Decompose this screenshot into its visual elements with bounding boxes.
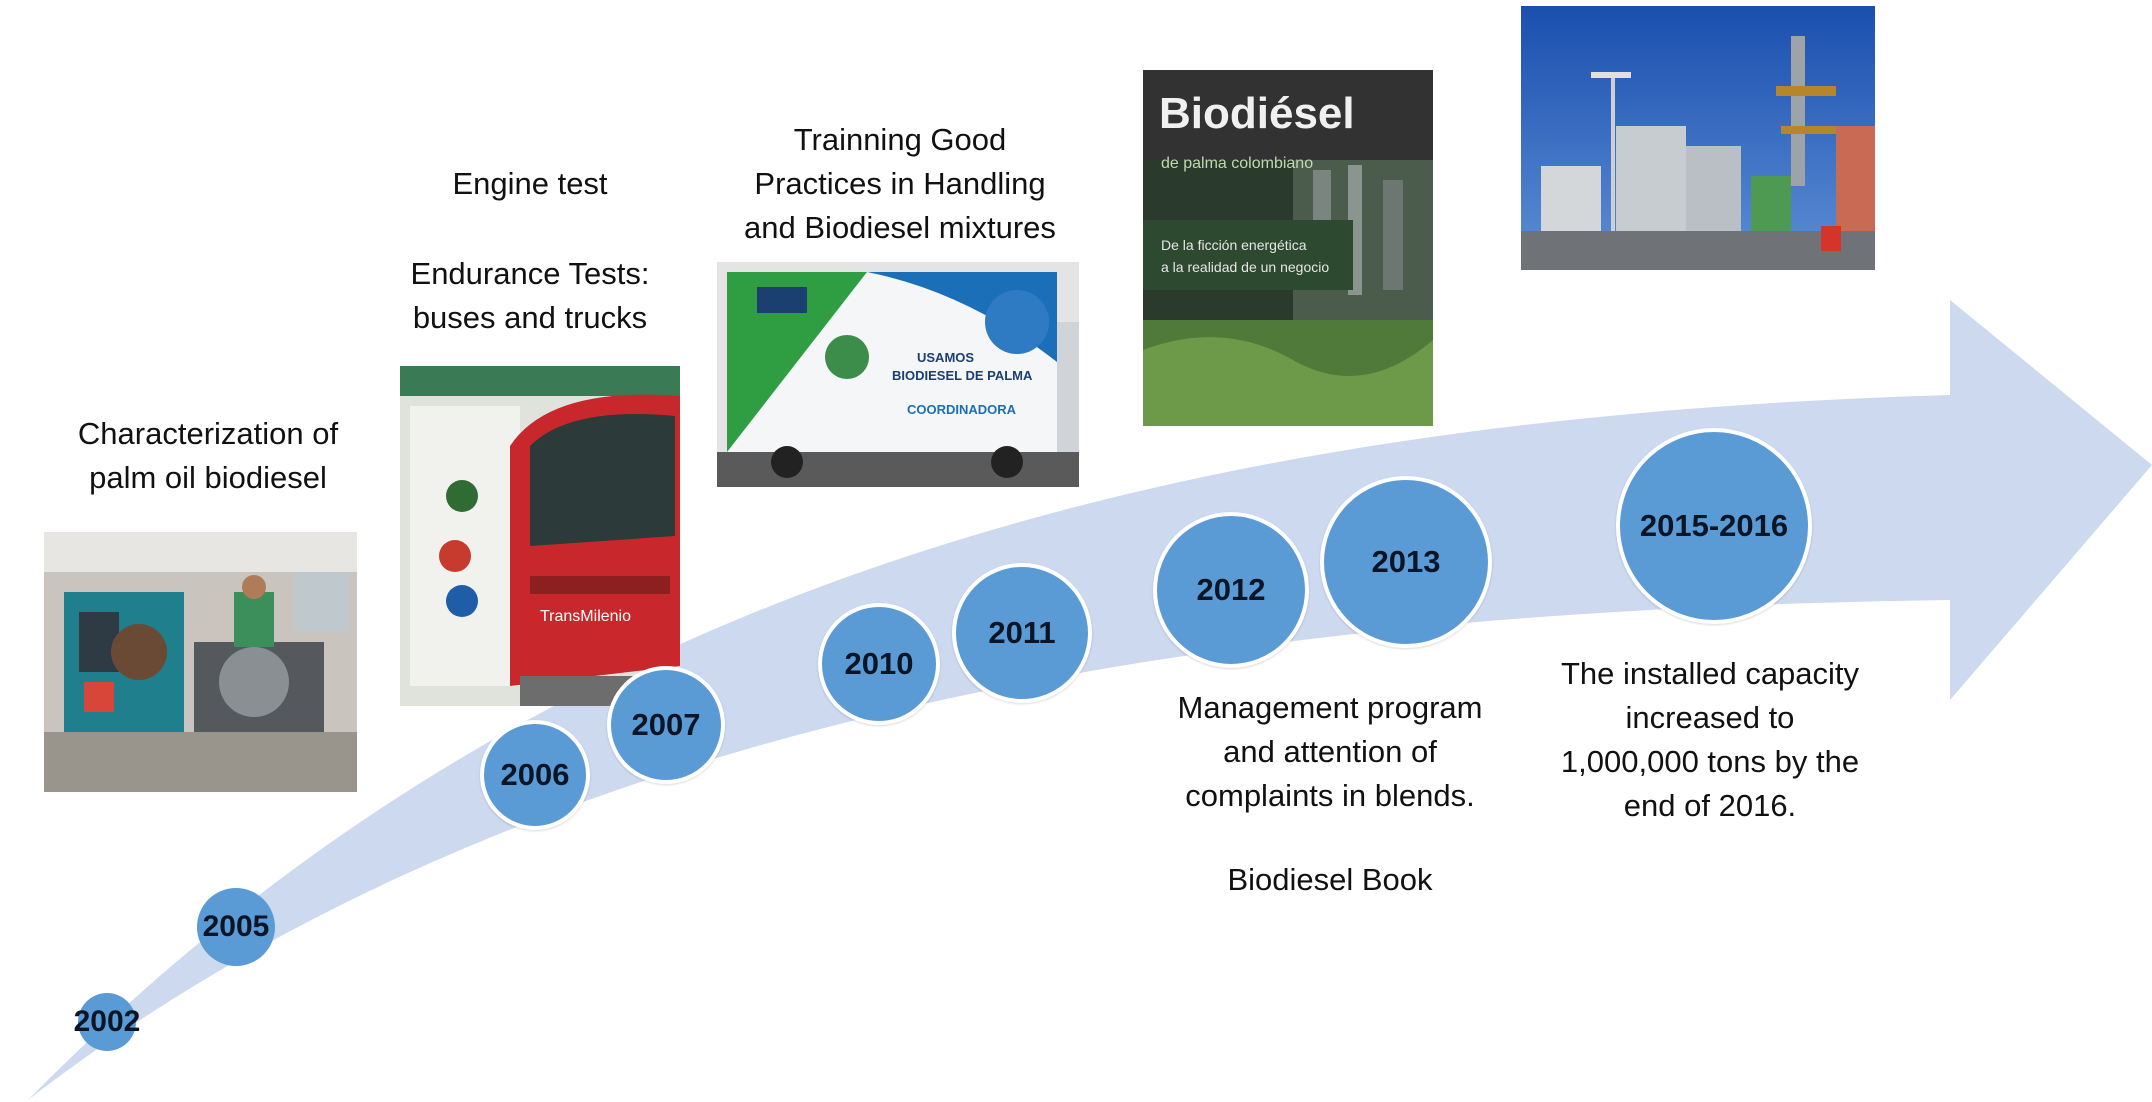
year-label: 2005 [202, 910, 270, 943]
caption-line: Engine test [452, 166, 608, 201]
truck-photo: USAMOS BIODIESEL DE PALMA COORDINADORA [717, 262, 1079, 487]
year-label: 2002 [73, 1005, 141, 1038]
bus-sign: TransMilenio [540, 608, 631, 625]
caption-line: buses and trucks [412, 300, 648, 335]
year-2013: 2013 [1320, 476, 1492, 648]
caption-line: and Biodiesel mixtures [744, 210, 1056, 245]
caption-line: Characterization of [77, 416, 339, 451]
caption-line: Biodiesel Book [1227, 862, 1433, 897]
year-label: 2011 [988, 615, 1056, 650]
year-2005: 2005 [197, 888, 275, 966]
caption-book: Biodiesel Book [1150, 858, 1510, 902]
caption-line: Endurance Tests: [410, 256, 650, 291]
biodiesel-plant-photo [1521, 6, 1875, 270]
book-tagline-1: De la ficción energética [1161, 237, 1307, 253]
caption-capacity: The installed capacity increased to 1,00… [1530, 652, 1890, 828]
truck-sign-brand: COORDINADORA [907, 402, 1017, 417]
year-2006: 2006 [480, 720, 590, 830]
caption-line: Management program [1177, 690, 1483, 725]
year-2012: 2012 [1153, 512, 1309, 668]
biodiesel-book-cover: Biodiésel de palma colombiano De la ficc… [1143, 70, 1433, 426]
year-2007: 2007 [607, 666, 725, 784]
caption-management: Management program and attention of comp… [1150, 686, 1510, 818]
truck-sign-line-1: USAMOS [917, 350, 974, 365]
caption-training: Trainning Good Practices in Handling and… [720, 118, 1080, 250]
caption-line: Trainning Good [793, 122, 1007, 157]
caption-line: increased to [1625, 700, 1795, 735]
caption-endurance: Endurance Tests: buses and trucks [390, 252, 670, 340]
engine-lab-photo [44, 532, 357, 792]
caption-line: palm oil biodiesel [89, 460, 327, 495]
year-label: 2013 [1371, 544, 1441, 579]
year-label: 2015-2016 [1639, 508, 1789, 543]
caption-engine-test: Engine test [390, 162, 670, 206]
year-2015-2016: 2015-2016 [1616, 428, 1812, 624]
bus-photo: TransMilenio [400, 366, 680, 706]
caption-line: and attention of [1223, 734, 1437, 769]
caption-characterization: Characterization of palm oil biodiesel [38, 412, 378, 500]
year-2011: 2011 [952, 563, 1092, 703]
caption-line: 1,000,000 tons by the [1560, 744, 1860, 779]
caption-line: Practices in Handling [754, 166, 1046, 201]
book-tagline-2: a la realidad de un negocio [1161, 259, 1329, 275]
year-label: 2006 [500, 757, 570, 792]
year-2010: 2010 [818, 603, 940, 725]
caption-line: complaints in blends. [1185, 778, 1475, 813]
year-label: 2012 [1196, 572, 1266, 607]
caption-line: The installed capacity [1560, 656, 1860, 691]
year-label: 2010 [844, 646, 914, 681]
book-subtitle: de palma colombiano [1161, 155, 1313, 172]
caption-line: end of 2016. [1623, 788, 1797, 823]
year-label: 2007 [631, 707, 701, 742]
truck-sign-line-2: BIODIESEL DE PALMA [892, 368, 1033, 383]
year-2002: 2002 [74, 993, 140, 1051]
book-title: Biodiésel [1159, 89, 1355, 138]
